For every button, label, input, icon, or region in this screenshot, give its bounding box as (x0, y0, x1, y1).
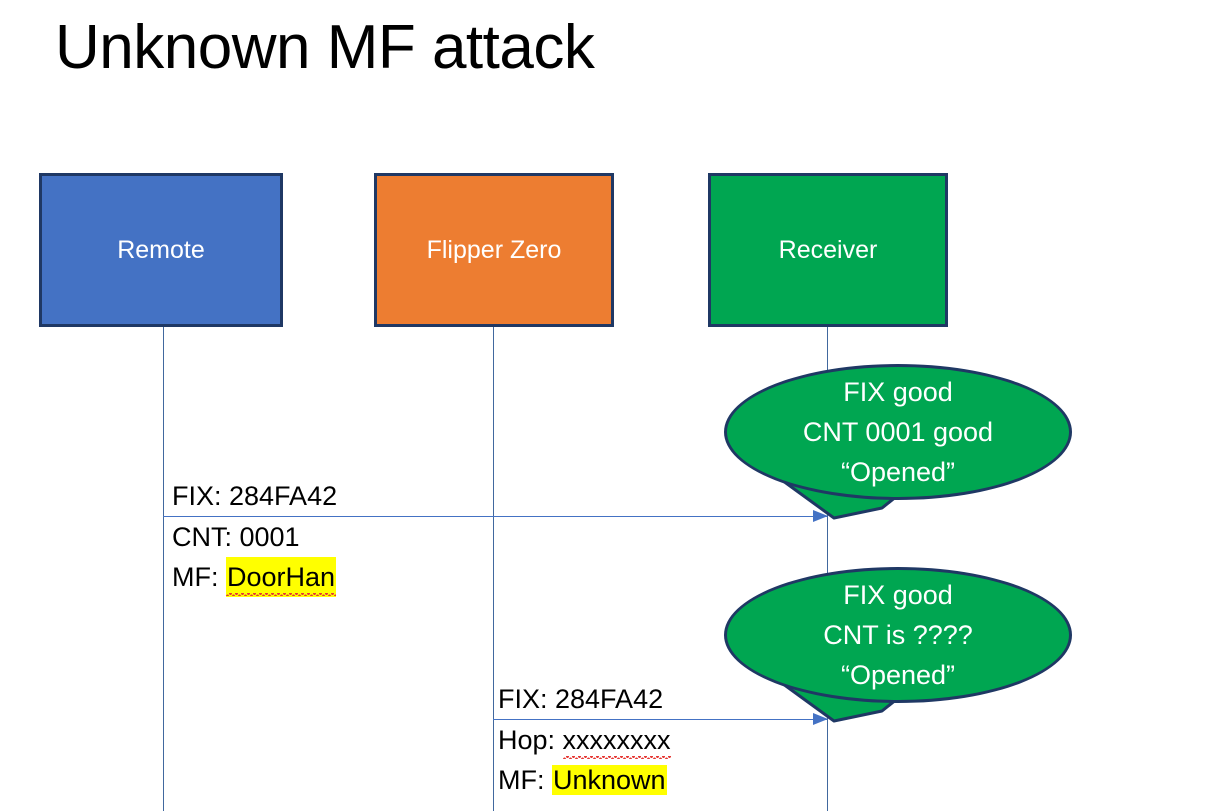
message-2-hop-value: xxxxxxxx (562, 720, 671, 760)
speech-bubble-1-line-3: “Opened” (840, 457, 956, 487)
actor-label-flipper: Flipper Zero (426, 236, 562, 264)
message-1-mf-label: MF: (172, 562, 226, 592)
message-1-cnt-text: CNT: 0001 (172, 522, 300, 552)
speech-bubble-2-line-2: CNT is ???? (823, 620, 973, 650)
message-2-hop-line: Hop: xxxxxxxx (498, 720, 671, 760)
actor-label-remote: Remote (117, 236, 205, 264)
message-1-cnt-line: CNT: 0001 (172, 517, 336, 557)
speech-bubble-1-line-1: FIX good (843, 377, 953, 407)
message-2-hop-label: Hop: (498, 725, 563, 755)
page-title: Unknown MF attack (55, 13, 595, 82)
message-2-mf-line: MF: Unknown (498, 760, 671, 800)
message-1-below-label: CNT: 0001 MF: DoorHan (172, 517, 337, 597)
lifeline-receiver (827, 327, 828, 811)
lifeline-flipper (493, 327, 494, 811)
message-2-fix-line: FIX: 284FA42 (498, 684, 664, 714)
message-arrow-flipper-to-receiver (493, 713, 828, 725)
message-2-above-label: FIX: 284FA42 (498, 679, 663, 719)
speech-bubble-body-1: FIX good CNT 0001 good “Opened” (724, 364, 1072, 500)
message-2-below-label: Hop: xxxxxxxx MF: Unknown (498, 720, 671, 800)
message-1-mf-line: MF: DoorHan (172, 557, 337, 597)
message-1-mf-value: DoorHan (226, 557, 337, 597)
message-1-above-label: FIX: 284FA42 (172, 476, 337, 516)
lifeline-remote (163, 327, 164, 811)
message-1-fix-line: FIX: 284FA42 (172, 481, 338, 511)
actor-label-receiver: Receiver (778, 236, 878, 264)
actor-box-remote[interactable]: Remote (39, 173, 283, 327)
speech-bubble-1-line-2: CNT 0001 good (802, 417, 994, 447)
speech-bubble-2-line-1: FIX good (843, 580, 953, 610)
message-2-mf-label: MF: (498, 765, 552, 795)
actor-box-flipper[interactable]: Flipper Zero (374, 173, 614, 327)
message-2-mf-value: Unknown (552, 765, 667, 795)
speech-bubble-2-line-3: “Opened” (840, 660, 956, 690)
speech-bubble-body-2: FIX good CNT is ???? “Opened” (724, 567, 1072, 703)
message-arrow-remote-to-receiver (163, 510, 828, 522)
actor-box-receiver[interactable]: Receiver (708, 173, 948, 327)
